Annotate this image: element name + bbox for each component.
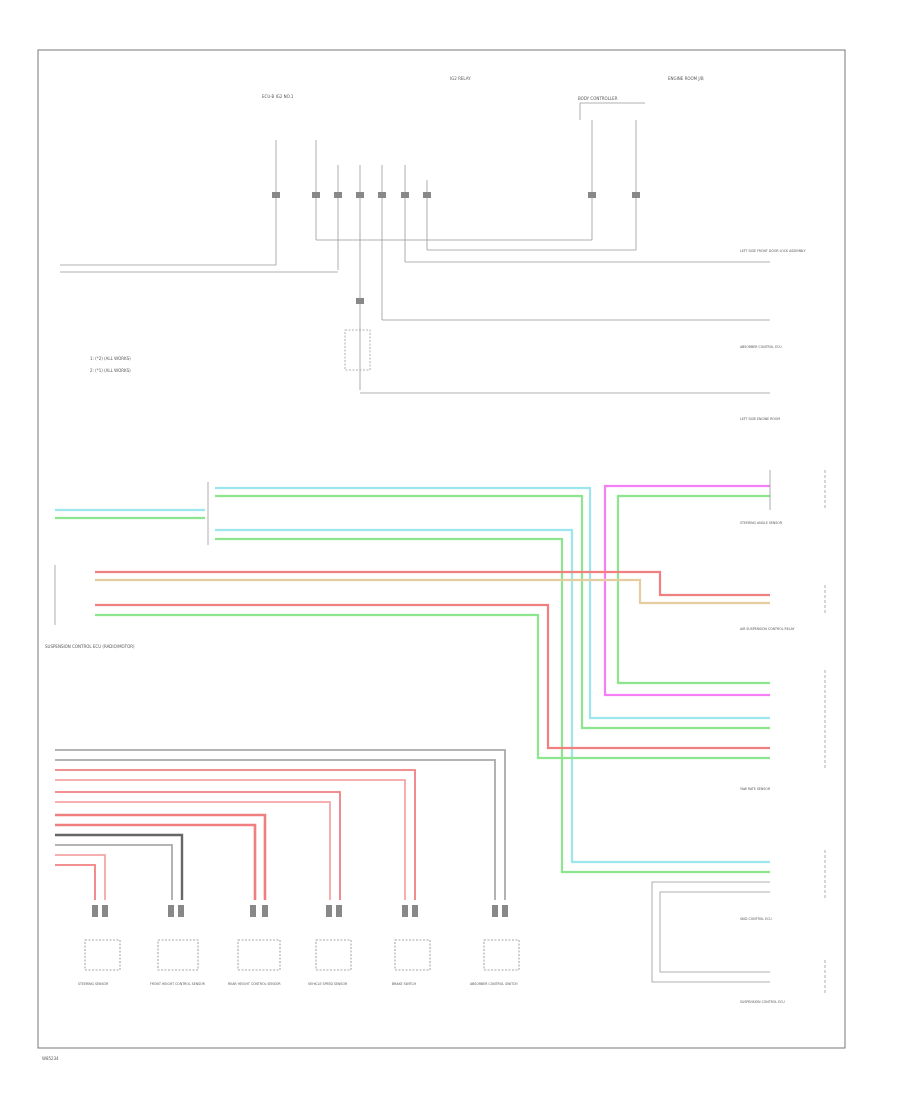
right-component-labels: LEFT SIDE FRONT DOOR LOCK ASSEMBLY ABSOR… [740,249,806,1004]
bottom-connector-blobs [92,905,508,917]
legend-item-2: 2: (*1) (ALL WORKS) [90,368,131,373]
relay-label: BODY CONTROLLER [578,96,618,101]
ecu-label: IG2 RELAY [450,76,471,81]
relay-side-label: ENGINE ROOM J/B [668,76,704,81]
page-code: W85234 [42,1056,59,1061]
bottom-label-2: FRONT HEIGHT CONTROL SENSOR [150,982,206,986]
left-block-label: SUSPENSION CONTROL ECU (RADIO/MOTOR) [45,644,135,649]
bottom-connectors [84,939,520,971]
component-label-6: YAW RATE SENSOR [740,787,771,791]
component-label-5: AIR SUSPENSION CONTROL RELAY [740,627,795,631]
bottom-label-4: VEHICLE SPEED SENSOR [308,982,348,986]
component-label-1: LEFT SIDE FRONT DOOR LOCK ASSEMBLY [740,249,806,253]
diagram-frame [37,49,846,1049]
bottom-label-5: BRAKE SWITCH [392,982,417,986]
colored-wires [55,484,770,874]
component-label-4: STEERING ANGLE SENSOR [740,521,783,525]
component-label-3: LEFT SIDE ENGINE ROOM [740,417,780,421]
bottom-label-6: ABSORBER CONTROL SWITCH [470,982,518,986]
bottom-component-labels: STEERING SENSOR FRONT HEIGHT CONTROL SEN… [78,982,518,986]
junction-brackets [54,470,826,995]
bottom-wires [55,749,506,900]
fuse-label: ECU-B IG2 NO.1 [262,94,294,99]
bottom-label-3: REAR HEIGHT CONTROL SENSOR [228,982,281,986]
top-connectors [272,192,640,304]
component-label-7: SKID CONTROL ECU [740,917,772,921]
top-section [60,102,770,394]
bottom-label-1: STEERING SENSOR [78,982,109,986]
legend-item-1: 1: (*2) (ALL WORKS) [90,356,131,361]
component-label-2: ABSORBER CONTROL ECU [740,345,782,349]
component-label-8: SUSPENSION CONTROL ECU [740,1000,785,1004]
